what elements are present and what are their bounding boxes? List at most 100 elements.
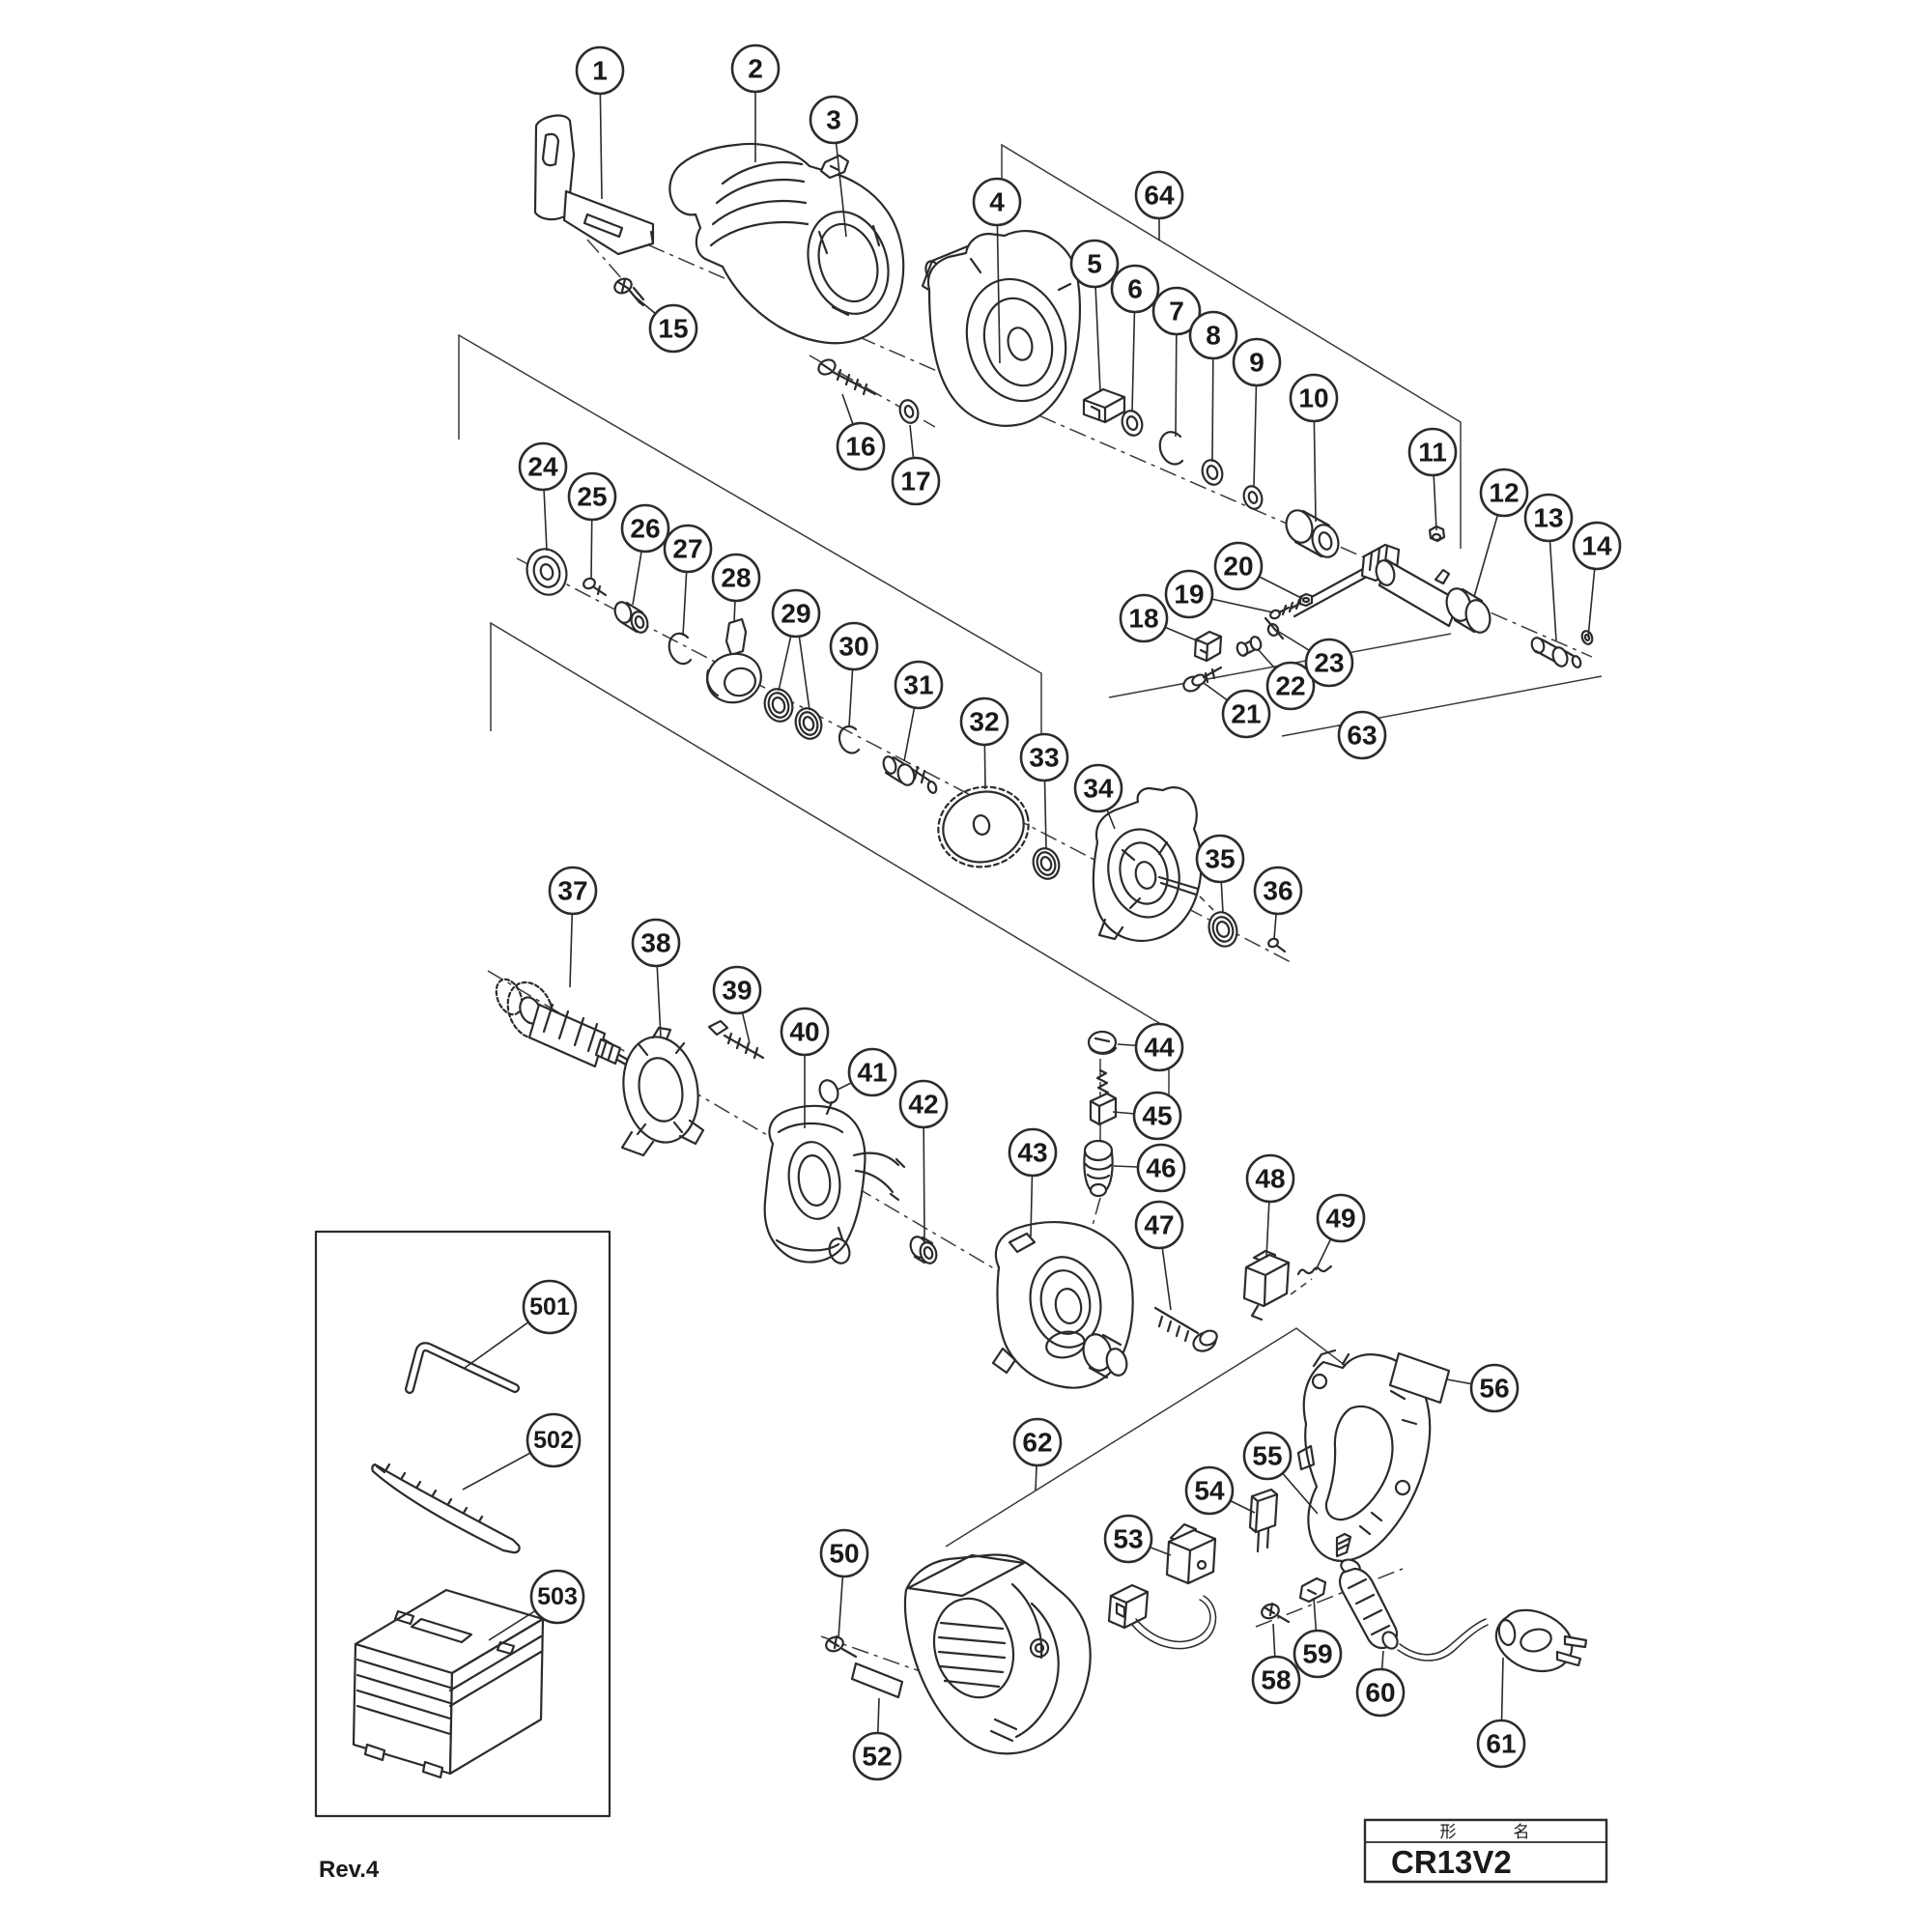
callout-balloon-15	[650, 305, 696, 352]
part-bearing-33	[1030, 845, 1064, 882]
callout-balloon-9	[1234, 339, 1280, 385]
callout-balloon-39	[714, 967, 760, 1013]
part-bearing-24	[522, 544, 573, 600]
part-washer-17	[897, 398, 922, 425]
part-screw-36	[1267, 937, 1285, 952]
part-screw-58	[1260, 1602, 1289, 1622]
callout-number-63: 63	[1347, 721, 1377, 751]
part-holder-18	[1195, 632, 1221, 661]
callout-number-3: 3	[826, 105, 841, 135]
part-screw-21	[1181, 668, 1221, 694]
part-bearings-29	[760, 686, 825, 743]
callout-number-54: 54	[1194, 1476, 1225, 1506]
callout-number-23: 23	[1314, 648, 1344, 678]
callout-number-2: 2	[748, 54, 763, 84]
part-handle-housing	[1298, 1350, 1430, 1561]
callout-number-8: 8	[1206, 321, 1221, 351]
part-shaft-31	[882, 755, 938, 794]
part-bolt-47	[1155, 1308, 1219, 1354]
leader-line-4	[997, 202, 1000, 363]
part-saw-blade-502	[372, 1464, 519, 1552]
part-bolt-39	[709, 1021, 763, 1058]
callout-number-22: 22	[1275, 671, 1305, 701]
callout-balloon-5	[1071, 241, 1118, 287]
part-base-lever	[535, 116, 653, 254]
callout-balloon-42	[900, 1081, 947, 1127]
callout-number-61: 61	[1486, 1729, 1516, 1759]
part-retaining-ring-30	[839, 726, 859, 753]
part-switch-48	[1244, 1251, 1289, 1320]
callout-number-64: 64	[1144, 181, 1175, 211]
callout-balloon-14	[1574, 523, 1620, 569]
callout-balloon-1	[577, 47, 623, 94]
callout-balloon-501	[524, 1281, 576, 1333]
callout-number-33: 33	[1029, 743, 1059, 773]
callout-balloon-11	[1409, 429, 1456, 475]
callout-number-39: 39	[722, 976, 752, 1006]
callout-balloon-17	[893, 458, 939, 504]
callout-number-59: 59	[1302, 1639, 1332, 1669]
callout-balloon-26	[622, 505, 668, 552]
part-bolt-19	[1269, 608, 1289, 620]
part-gear-cover-34	[1094, 787, 1202, 941]
callout-number-17: 17	[900, 467, 930, 497]
callout-number-6: 6	[1127, 274, 1143, 304]
callout-number-20: 20	[1223, 552, 1253, 582]
part-plunger-13	[1530, 636, 1582, 668]
callout-balloon-23	[1306, 639, 1352, 686]
callout-balloon-20	[1215, 543, 1262, 589]
callout-number-14: 14	[1581, 531, 1612, 561]
callout-number-28: 28	[721, 563, 751, 593]
callout-number-41: 41	[857, 1058, 887, 1088]
callout-balloon-36	[1255, 867, 1301, 914]
callout-number-24: 24	[527, 452, 558, 482]
callout-balloon-55	[1244, 1433, 1291, 1479]
callout-number-502: 502	[533, 1427, 574, 1454]
callout-number-43: 43	[1017, 1138, 1047, 1168]
callout-balloon-44	[1136, 1024, 1182, 1070]
callout-balloon-19	[1166, 571, 1212, 617]
part-armature-37	[492, 976, 637, 1068]
callout-balloon-64	[1136, 172, 1182, 218]
part-housing-43	[993, 1222, 1133, 1388]
callout-balloon-35	[1197, 836, 1243, 882]
callout-balloon-48	[1247, 1155, 1293, 1202]
callout-balloon-21	[1223, 691, 1269, 737]
part-front-housing-cover	[669, 144, 903, 343]
callout-balloon-502	[527, 1414, 580, 1466]
part-carrying-case-503	[354, 1590, 543, 1777]
callout-balloon-24	[520, 443, 566, 490]
callout-balloon-6	[1112, 266, 1158, 312]
callout-balloon-58	[1253, 1657, 1299, 1703]
part-machine-screw-15	[612, 276, 643, 305]
callout-balloon-54	[1186, 1467, 1233, 1514]
callout-balloon-7	[1153, 288, 1200, 334]
part-bearing-35	[1205, 909, 1241, 951]
callout-number-40: 40	[789, 1017, 819, 1047]
callout-number-38: 38	[640, 928, 670, 958]
callout-balloon-56	[1471, 1365, 1518, 1411]
part-washer-8	[1199, 458, 1225, 488]
callout-number-18: 18	[1128, 604, 1158, 634]
callout-balloon-8	[1190, 312, 1236, 358]
callout-number-45: 45	[1142, 1101, 1172, 1131]
callout-balloon-41	[849, 1049, 895, 1095]
callout-number-49: 49	[1325, 1204, 1355, 1234]
callout-number-48: 48	[1255, 1164, 1285, 1194]
callout-number-46: 46	[1146, 1153, 1176, 1183]
callout-balloon-4	[974, 179, 1020, 225]
part-ring-14	[1580, 630, 1594, 646]
callout-number-35: 35	[1205, 844, 1235, 874]
callout-balloon-2	[732, 45, 779, 92]
callout-number-501: 501	[529, 1293, 570, 1321]
model-number: CR13V2	[1391, 1844, 1512, 1880]
part-inner-cover-4	[923, 231, 1080, 426]
callout-number-62: 62	[1022, 1428, 1052, 1458]
callout-number-29: 29	[781, 599, 810, 629]
callout-number-13: 13	[1533, 503, 1563, 533]
callout-balloon-60	[1357, 1669, 1404, 1716]
title-block: 形 名 CR13V2	[1365, 1820, 1606, 1882]
callout-balloon-59	[1294, 1631, 1341, 1677]
